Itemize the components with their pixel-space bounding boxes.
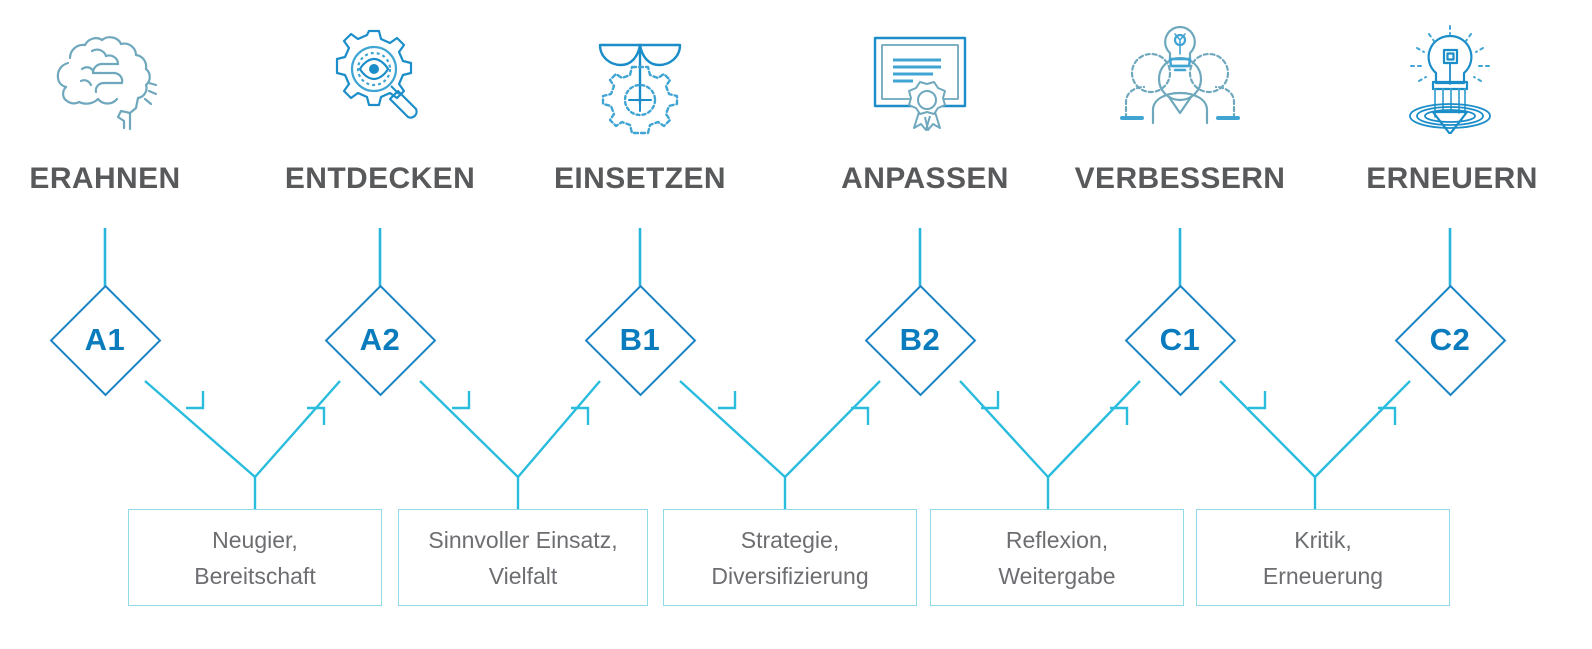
diamond-label: A2: [359, 322, 401, 357]
icon-cell-einsetzen: [550, 14, 730, 144]
diamond-stems: [103, 228, 1452, 286]
stage-label-verbessern: VERBESSERN: [1074, 162, 1286, 195]
diamond-node-b2[interactable]: B2: [864, 284, 976, 396]
diamond-label: B2: [899, 322, 941, 357]
diamond-node-c1[interactable]: C1: [1124, 284, 1236, 396]
brain-icon: [46, 25, 164, 133]
diamond-label: B1: [619, 322, 661, 357]
outcome-line: Sinnvoller Einsatz,: [428, 526, 618, 553]
icon-cell-entdecken: [290, 14, 470, 144]
icon-cell-erneuern: [1360, 14, 1540, 144]
diamond-node-c2[interactable]: C2: [1394, 284, 1506, 396]
stage-label-entdecken: ENTDECKEN: [284, 162, 476, 195]
outcome-line: Neugier,: [212, 526, 298, 553]
diamond-label: C1: [1159, 322, 1201, 357]
certificate-icon: [865, 24, 975, 134]
outcome-line: Weitergabe: [998, 562, 1116, 589]
outcome-box-4[interactable]: Reflexion, Weitergabe: [930, 509, 1184, 606]
outcome-line: Reflexion,: [1005, 526, 1109, 553]
icon-cell-verbessern: [1090, 14, 1270, 144]
outcome-line: Bereitschaft: [194, 562, 316, 589]
outcome-line: Erneuerung: [1262, 562, 1384, 589]
gear-magnifier-icon: [324, 23, 436, 135]
lightbulb-pin-icon: [1395, 24, 1505, 134]
diamond-node-b1[interactable]: B1: [584, 284, 696, 396]
stage-label-anpassen: ANPASSEN: [841, 162, 1009, 195]
diamond-node-a2[interactable]: A2: [324, 284, 436, 396]
stage-label-einsetzen: EINSETZEN: [554, 162, 726, 195]
icon-cell-erahnen: [15, 14, 195, 144]
arrowhead-up: [307, 406, 1397, 425]
outcome-box-5[interactable]: Kritik, Erneuerung: [1196, 509, 1450, 606]
outcome-line: Diversifizierung: [711, 562, 869, 589]
team-idea-icon: [1120, 23, 1240, 135]
sprout-gear-icon: [588, 23, 692, 135]
outcome-box-1[interactable]: Neugier, Bereitschaft: [128, 509, 382, 606]
outcome-box-2[interactable]: Sinnvoller Einsatz, Vielfalt: [398, 509, 648, 606]
outcome-line: Vielfalt: [488, 562, 558, 589]
diamond-label: A1: [84, 322, 126, 357]
outcome-box-3[interactable]: Strategie, Diversifizierung: [663, 509, 917, 606]
diamond-label: C2: [1429, 322, 1471, 357]
stage-label-erneuern: ERNEUERN: [1366, 162, 1538, 195]
stage-label-erahnen: ERAHNEN: [29, 162, 181, 195]
outcome-line: Kritik,: [1294, 526, 1352, 553]
apex-drops: [253, 477, 1317, 509]
outcome-line: Strategie,: [740, 526, 840, 553]
diamond-node-a1[interactable]: A1: [49, 284, 161, 396]
icon-cell-anpassen: [830, 14, 1010, 144]
